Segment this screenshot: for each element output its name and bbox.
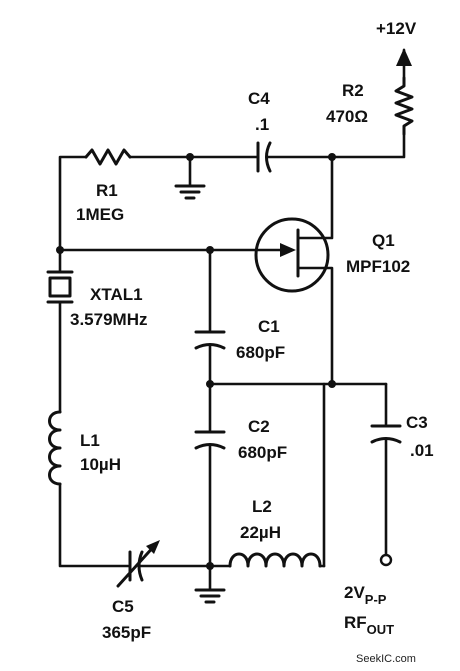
inductor-l1 (48, 410, 62, 486)
c3-name-label: C3 (406, 413, 428, 432)
output-terminal (379, 553, 393, 567)
output-level-main: 2V (344, 583, 365, 602)
q1-value-label: MPF102 (346, 257, 410, 276)
r2-name-label: R2 (342, 81, 364, 100)
variable-capacitor-c5 (116, 540, 160, 588)
ground-symbol-top (174, 155, 206, 200)
supply-arrow (396, 48, 412, 80)
output-level-label: 2VP-P (344, 583, 387, 607)
capacitor-c3 (370, 424, 402, 444)
resistor-r2 (394, 76, 414, 136)
c4-name-label: C4 (248, 89, 270, 108)
c5-value-label: 365pF (102, 623, 151, 642)
resistor-r1 (84, 148, 132, 166)
q1-name-label: Q1 (372, 231, 395, 250)
output-level-sub: P-P (365, 592, 387, 607)
capacitor-c4 (256, 141, 272, 173)
c5-name-label: C5 (112, 597, 134, 616)
watermark: SeekIC.com (356, 653, 416, 665)
r1-name-label: R1 (96, 181, 118, 200)
wire-r2-to-drain (330, 132, 406, 159)
junction-dots (56, 153, 336, 570)
wire-top-left (58, 155, 88, 252)
l1-value-label: 10µH (80, 455, 121, 474)
r2-value-label: 470Ω (326, 107, 368, 126)
xtal-name-label: XTAL1 (90, 285, 143, 304)
output-name-main: RF (344, 613, 367, 632)
output-name-sub: OUT (367, 622, 395, 637)
c1-name-label: C1 (258, 317, 280, 336)
l2-value-label: 22µH (240, 523, 281, 542)
crystal-xtal1 (46, 270, 74, 304)
l1-name-label: L1 (80, 431, 100, 450)
supply-label: +12V (376, 19, 417, 38)
c3-value-label: .01 (410, 441, 434, 460)
c2-value-label: 680pF (238, 443, 287, 462)
jfet-q1 (208, 155, 334, 386)
r1-value-label: 1MEG (76, 205, 124, 224)
c2-name-label: C2 (248, 417, 270, 436)
output-name-label: RFOUT (344, 613, 394, 637)
c1-value-label: 680pF (236, 343, 285, 362)
c4-value-label: .1 (255, 115, 269, 134)
ground-symbol-bottom (194, 564, 226, 604)
l2-name-label: L2 (252, 497, 272, 516)
xtal-value-label: 3.579MHz (70, 310, 147, 329)
inductor-l2 (228, 552, 322, 568)
